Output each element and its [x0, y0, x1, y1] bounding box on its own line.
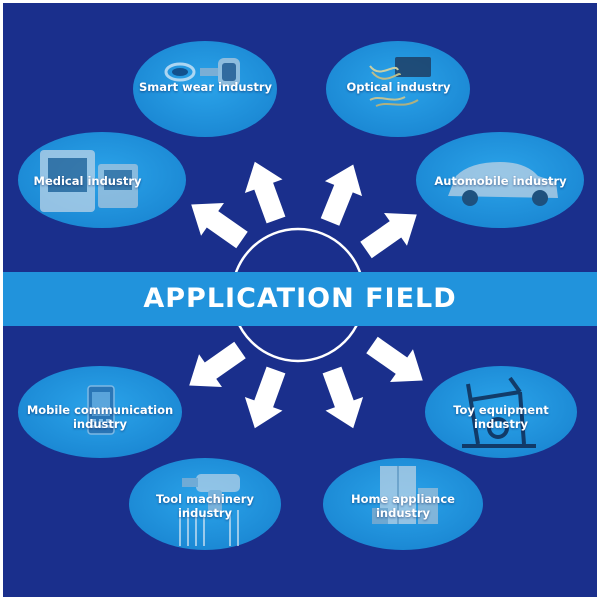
title-banner — [3, 272, 597, 326]
label-tool-line2: industry — [177, 506, 233, 520]
arrow-to-mobile — [177, 333, 252, 402]
arrow-to-home — [313, 363, 372, 436]
label-toy-line1: Toy equipment — [453, 403, 549, 417]
fiber-optic-icon — [369, 57, 431, 107]
label-mobile-line1: Mobile communication — [26, 403, 174, 417]
diagram-title: APPLICATION FIELD — [143, 283, 457, 314]
arrow-to-tool — [236, 363, 295, 436]
arrow-to-smart-wear — [236, 154, 295, 227]
label-tool: Tool machinery industry — [135, 492, 275, 520]
label-home: Home appliance industry — [333, 492, 473, 520]
arrow-to-optical — [311, 157, 372, 230]
bubble-optical — [326, 41, 470, 137]
label-mobile-line2: industry — [72, 417, 128, 431]
label-home-line1: Home appliance — [351, 492, 455, 506]
label-medical: Medical industry — [33, 174, 142, 188]
arrow-to-medical — [179, 188, 254, 257]
label-home-line2: industry — [375, 506, 431, 520]
car-icon — [448, 162, 558, 206]
label-tool-line1: Tool machinery — [156, 492, 254, 506]
arrow-to-toy — [360, 328, 435, 397]
bubble-smart-wear — [133, 41, 277, 137]
medical-monitor-icon — [40, 150, 138, 212]
exercise-bike-icon — [462, 376, 536, 448]
label-toy: Toy equipment industry — [431, 403, 571, 431]
label-toy-line2: industry — [473, 417, 529, 431]
watch-icon — [164, 58, 240, 86]
label-automobile: Automobile industry — [434, 174, 567, 188]
label-smart-wear: Smart wear industry — [138, 80, 273, 94]
label-mobile: Mobile communication industry — [20, 403, 180, 431]
bubble-toy — [425, 366, 577, 458]
label-optical: Optical industry — [346, 80, 451, 94]
phone-icon — [87, 385, 115, 435]
refrigerator-icon — [372, 466, 438, 524]
arrow-to-automobile — [354, 198, 429, 267]
drill-icon — [179, 474, 240, 546]
bubble-tool — [129, 458, 281, 550]
